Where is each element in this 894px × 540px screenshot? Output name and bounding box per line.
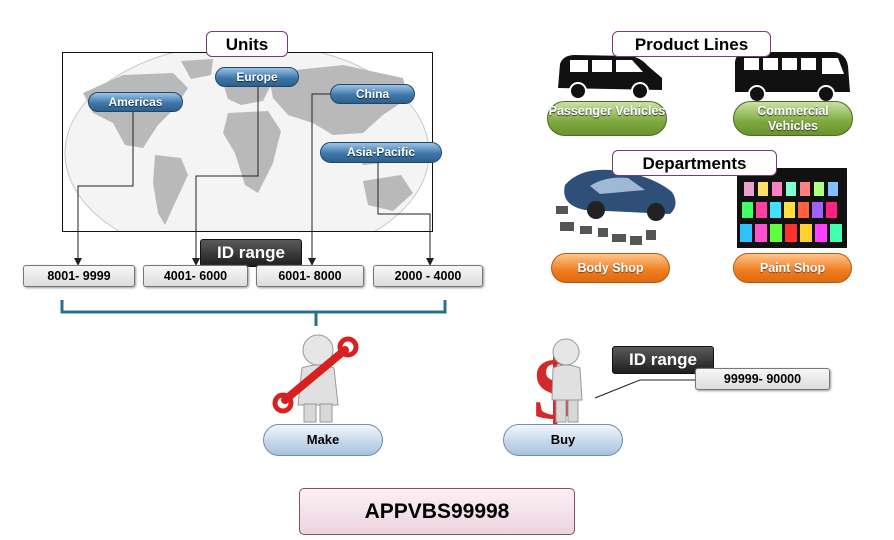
region-americas[interactable]: Americas (88, 92, 183, 112)
make-figure-icon (272, 334, 359, 423)
commercial-vehicles-pill[interactable]: Commercial Vehicles (733, 101, 853, 136)
region-china[interactable]: China (330, 84, 415, 104)
buy-id-range: 99999- 90000 (695, 368, 830, 390)
buy-figure-icon: $ (533, 338, 583, 438)
car-parts-image (556, 169, 676, 245)
make-button[interactable]: Make (263, 424, 383, 456)
region-asia-pacific[interactable]: Asia-Pacific (320, 142, 442, 163)
id-range-china: 6001- 8000 (256, 265, 364, 287)
units-title: Units (206, 31, 288, 57)
paint-shop-pill[interactable]: Paint Shop (733, 253, 852, 283)
passenger-vehicles-pill[interactable]: Passenger Vehicles (547, 101, 667, 136)
product-lines-title: Product Lines (612, 31, 771, 57)
commercial-vehicle-icon (735, 52, 850, 103)
paint-bottles-image (737, 168, 847, 248)
units-id-range-label: ID range (200, 239, 302, 267)
id-range-asia-pacific: 2000 - 4000 (373, 265, 483, 287)
id-range-americas: 8001- 9999 (23, 265, 135, 287)
departments-title: Departments (612, 150, 777, 176)
id-range-europe: 4001- 6000 (143, 265, 248, 287)
main-code-box: APPVBS99998 (299, 488, 575, 535)
passenger-vehicle-icon (558, 55, 662, 100)
body-shop-pill[interactable]: Body Shop (551, 253, 670, 283)
buy-button[interactable]: Buy (503, 424, 623, 456)
region-europe[interactable]: Europe (215, 67, 299, 87)
